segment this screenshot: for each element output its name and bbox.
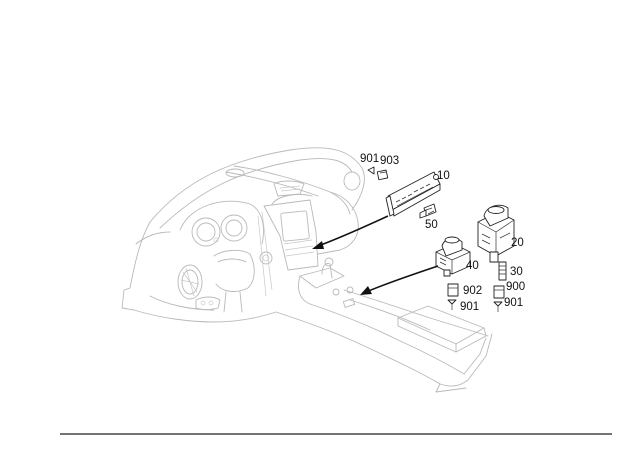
callout-30: 30 <box>510 266 523 278</box>
callout-900: 900 <box>506 281 525 293</box>
callout-901-top: 901 <box>360 153 379 165</box>
arrow-10-to-dash <box>312 215 389 249</box>
callout-10: 10 <box>437 170 450 182</box>
callout-20: 20 <box>511 237 524 249</box>
part-30-900-901-below-20 <box>493 261 507 312</box>
callout-903: 903 <box>380 155 399 167</box>
part-901-903-fasteners <box>367 166 389 181</box>
callout-901-right: 901 <box>504 297 523 309</box>
part-40-switch-module <box>435 236 471 277</box>
part-10-switch-panel <box>385 171 441 217</box>
callout-40: 40 <box>466 260 479 272</box>
callout-902: 902 <box>463 285 482 297</box>
arrow-40-to-console <box>360 265 439 295</box>
part-20-shifter-unit <box>477 204 515 263</box>
callout-50: 50 <box>425 219 438 231</box>
part-50-screw <box>419 203 437 219</box>
part-902-901-below-40 <box>447 283 459 310</box>
dashboard-outline <box>121 147 493 393</box>
callout-901-left: 901 <box>460 301 479 313</box>
